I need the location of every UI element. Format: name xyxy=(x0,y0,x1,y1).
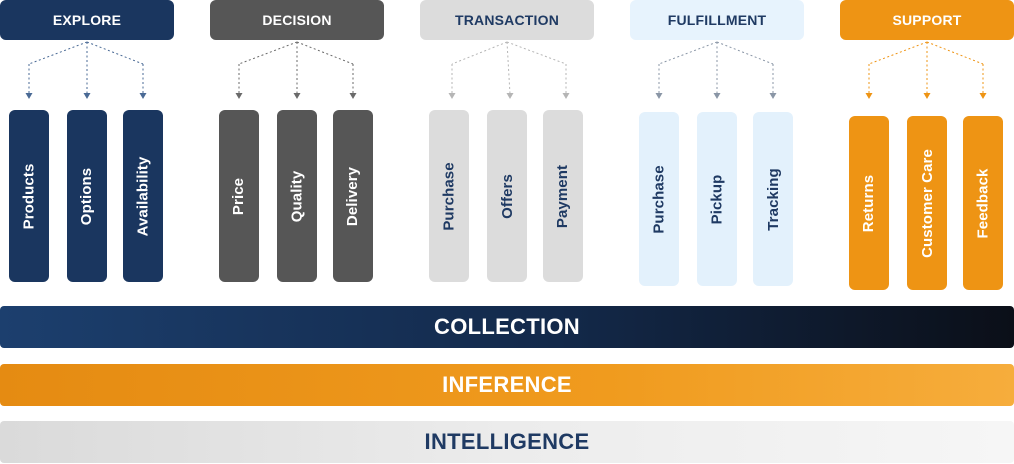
card-label: Options xyxy=(78,167,96,225)
group-header-decision: DECISION xyxy=(210,0,384,40)
card-purchase: Purchase xyxy=(639,112,679,286)
card-label: Returns xyxy=(860,174,878,232)
card-tracking: Tracking xyxy=(753,112,793,286)
card-offers: Offers xyxy=(487,110,527,282)
group-fulfillment: FULFILLMENT Purchase Pickup Tracking xyxy=(630,0,804,300)
card-purchase: Purchase xyxy=(429,110,469,282)
group-header-explore: EXPLORE xyxy=(0,0,174,40)
connector-arrows xyxy=(25,41,147,99)
card-label: Price xyxy=(230,177,248,215)
layer-intelligence: INTELLIGENCE xyxy=(0,421,1014,463)
connector-arrows xyxy=(865,41,987,99)
card-customer-care: Customer Care xyxy=(907,116,947,290)
card-quality: Quality xyxy=(277,110,317,282)
card-label: Purchase xyxy=(440,161,458,231)
group-header-support: SUPPORT xyxy=(840,0,1014,40)
group-decision: DECISION Price Quality Delivery xyxy=(210,0,384,300)
card-returns: Returns xyxy=(849,116,889,290)
card-label: Delivery xyxy=(344,166,362,226)
group-header-fulfillment: FULFILLMENT xyxy=(630,0,804,40)
card-label: Products xyxy=(20,163,38,229)
group-header-transaction: TRANSACTION xyxy=(420,0,594,40)
group-transaction: TRANSACTION Purchase Offers Payment xyxy=(420,0,594,300)
connector-arrows xyxy=(448,41,570,99)
card-label: Customer Care xyxy=(918,148,936,258)
card-availability: Availability xyxy=(123,110,163,282)
card-label: Quality xyxy=(288,170,306,222)
card-label: Payment xyxy=(554,164,572,228)
group-support: SUPPORT Returns Customer Care Feedback xyxy=(840,0,1014,300)
card-options: Options xyxy=(67,110,107,282)
layer-collection: COLLECTION xyxy=(0,306,1014,348)
connector-arrows xyxy=(655,41,777,99)
card-label: Offers xyxy=(498,173,516,219)
card-payment: Payment xyxy=(543,110,583,282)
card-pickup: Pickup xyxy=(697,112,737,286)
group-explore: EXPLORE Products Options Availability xyxy=(0,0,174,300)
layer-inference: INFERENCE xyxy=(0,364,1014,406)
connector-arrows xyxy=(235,41,357,99)
card-label: Availability xyxy=(134,156,152,236)
card-price: Price xyxy=(219,110,259,282)
card-delivery: Delivery xyxy=(333,110,373,282)
card-label: Pickup xyxy=(708,174,726,224)
card-label: Purchase xyxy=(650,164,668,234)
card-label: Feedback xyxy=(974,168,992,238)
card-feedback: Feedback xyxy=(963,116,1003,290)
card-products: Products xyxy=(9,110,49,282)
card-label: Tracking xyxy=(764,167,782,231)
